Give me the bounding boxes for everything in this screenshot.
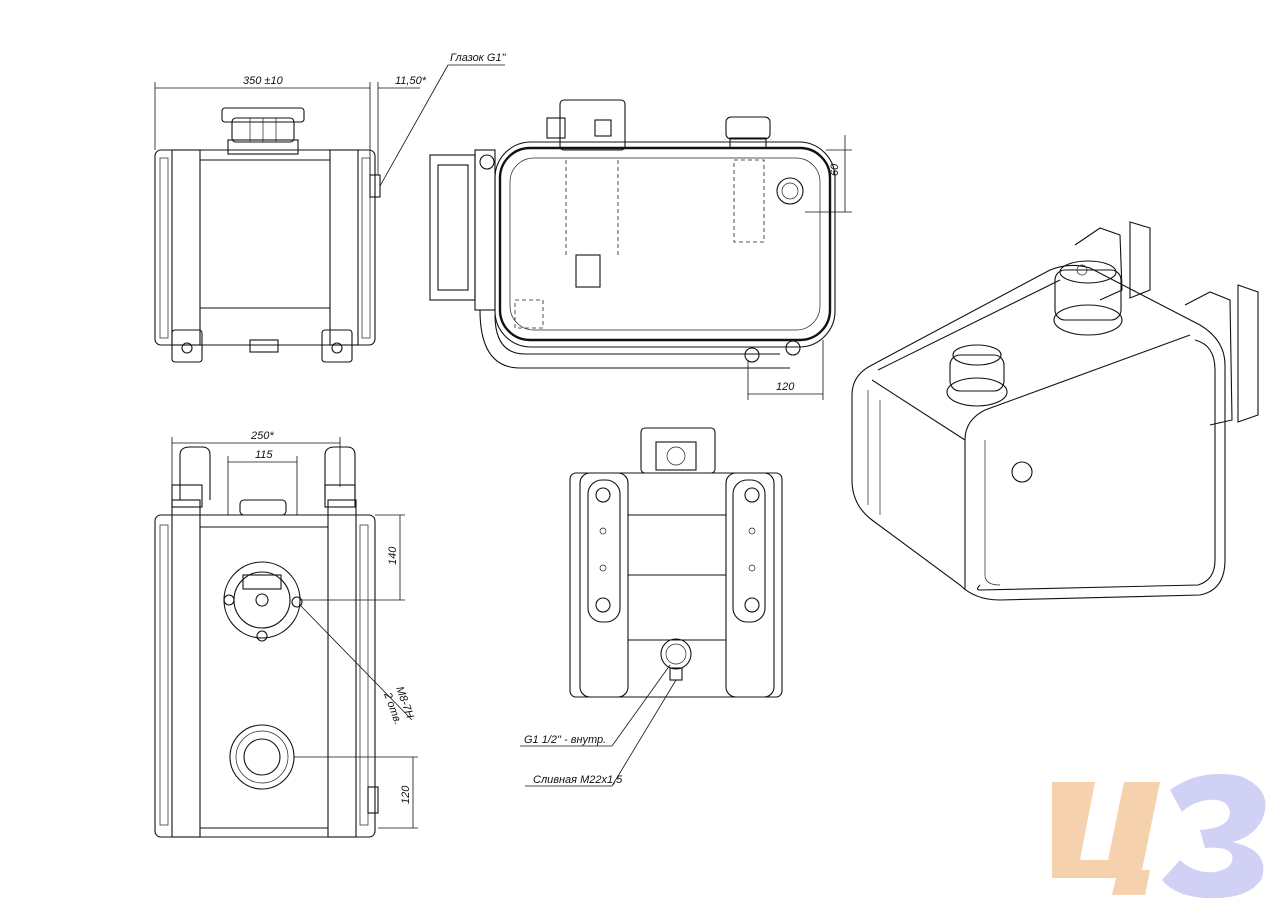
label-11-50: 11,50* bbox=[395, 75, 427, 87]
label-drain: Сливная M22x1,5 bbox=[533, 774, 623, 786]
label-120-side: 120 bbox=[776, 381, 795, 393]
label-140: 140 bbox=[387, 546, 399, 565]
label-60: 60 bbox=[829, 163, 841, 176]
label-120-top: 120 bbox=[400, 785, 412, 804]
label-g1: G1 1/2" - внутр. bbox=[524, 734, 606, 746]
isometric-view bbox=[851, 221, 1259, 601]
watermark-logo bbox=[1052, 773, 1266, 899]
rear-view bbox=[520, 427, 783, 787]
top-view bbox=[154, 437, 418, 838]
label-115: 115 bbox=[255, 449, 273, 461]
labels: Глазок G1" 350 ±10 11,50* 60 120 250* 11… bbox=[243, 52, 841, 804]
side-view bbox=[429, 99, 852, 400]
label-sight-glass: Глазок G1" bbox=[450, 52, 507, 64]
label-250: 250* bbox=[250, 430, 274, 442]
label-width-350: 350 ±10 bbox=[243, 75, 284, 87]
front-view bbox=[154, 64, 505, 363]
